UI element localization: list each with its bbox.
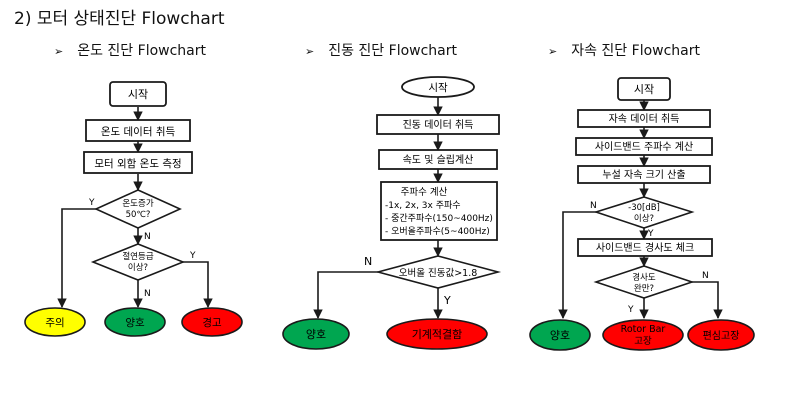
decision-label: 절연등급 [122,252,153,262]
result-node-good [529,319,591,351]
start-node [401,76,475,98]
process-label: 진동 데이터 취득 [403,119,474,131]
decision-node-overall [374,255,502,289]
result-label: 고장 [634,336,652,347]
result-label: 양호 [125,317,145,329]
start-node [617,77,671,101]
result-label: 편심고장 [703,330,740,342]
branch-label-yes: Y [88,198,95,208]
process-label: 주파수 계산 [401,186,448,198]
branch-label-no: N [144,232,151,242]
process-node-frequency [380,181,498,241]
arrowhead-bullet-icon: ➢ [548,45,558,58]
process-label: 온도 데이터 취득 [101,126,176,138]
branch-label-no: N [590,201,597,211]
decision-label: 완만? [634,284,654,294]
process-label: 자속 데이터 취득 [609,113,680,125]
start-label: 시작 [128,88,148,101]
decision-node-slope [593,265,695,299]
decision-label: 경사도 [632,272,656,283]
section-title-vibration: ➢진동 진단 Flowchart [305,43,457,59]
process-label: 사이드밴드 주파수 계산 [595,141,693,153]
decision-label: 이상? [128,262,148,273]
branch-label-no: N [144,289,151,299]
decision-node-insulation [90,243,186,281]
result-label: 양호 [306,328,326,341]
process-node-sideband [575,137,713,156]
result-label: 기계적결함 [412,328,463,341]
branch-label-yes: Y [189,251,196,261]
decision-node-threshold [593,196,695,229]
process-label: 모터 외함 온도 측정 [94,158,181,170]
result-node-good [104,307,166,337]
result-label: 양호 [550,329,570,342]
process-node-measure [83,151,193,174]
process-label: -1x, 2x, 3x 주파수 [385,200,461,211]
temperature-nodes: 시작 온도 데이터 취득 모터 외함 온도 측정 온도증가 50℃? 절연등급 … [24,81,243,337]
connector [57,208,97,308]
flux-nodes: 시작 자속 데이터 취득 사이드밴드 주파수 계산 누설 자속 크기 산출 -3… [529,77,755,351]
result-label: 경고 [202,316,222,329]
process-node-leak-flux [577,165,711,184]
connector [692,281,723,319]
process-label: - 중간주파수(150~400Hz) [385,213,493,224]
vibration-nodes: 시작 진동 데이터 취득 속도 및 슬립계산 주파수 계산 -1x, 2x, 3… [282,76,502,350]
result-node-rotor-bar-fault [602,319,684,351]
vibration-flowchart [313,97,443,319]
arrowhead-bullet-icon: ➢ [305,45,315,58]
branch-label-no: N [702,271,709,281]
connector [182,261,213,308]
decision-node-temp-rise [94,189,182,229]
branch-label-yes: Y [647,229,654,239]
decision-label: 50℃? [126,210,151,220]
section-title-flux: ➢자속 진단 Flowchart [548,43,700,59]
decision-label: -30[dB] [628,203,660,213]
decision-label: 이상? [634,213,654,224]
process-node-acquire [376,114,500,135]
result-node-good [282,318,350,350]
connector [558,211,596,319]
decision-label: 온도증가 [122,199,153,209]
result-label: Rotor Bar [621,324,666,335]
page-title: 2) 모터 상태진단 Flowchart [14,9,225,29]
process-node-acquire [577,109,711,128]
start-node [109,81,167,107]
flux-flowchart [558,100,723,319]
result-node-warning [181,307,243,337]
process-label: 사이드밴드 경사도 체크 [596,241,694,254]
branch-label-yes: Y [443,294,451,307]
connector [313,271,378,319]
process-node-slope [577,238,713,257]
process-label: 속도 및 슬립계산 [403,153,474,166]
decision-label: 오버올 진동값>1.8 [399,267,478,279]
start-label: 시작 [428,82,448,94]
result-label: 주의 [45,317,64,329]
result-node-mechanical-fault [386,318,488,350]
process-node-acquire [85,119,191,142]
start-label: 시작 [634,83,654,96]
branch-label-yes: Y [627,305,634,315]
process-label: 누설 자속 크기 산출 [602,169,685,181]
arrowhead-bullet-icon: ➢ [54,45,64,58]
temperature-flowchart [57,107,213,308]
process-node-calc [378,149,498,170]
process-label: - 오버올주파수(5~400Hz) [385,226,490,237]
result-node-caution [24,307,86,337]
section-title-temperature: ➢온도 진단 Flowchart [54,43,206,59]
branch-label-no: N [364,255,372,268]
result-node-eccentric-fault [687,319,755,351]
